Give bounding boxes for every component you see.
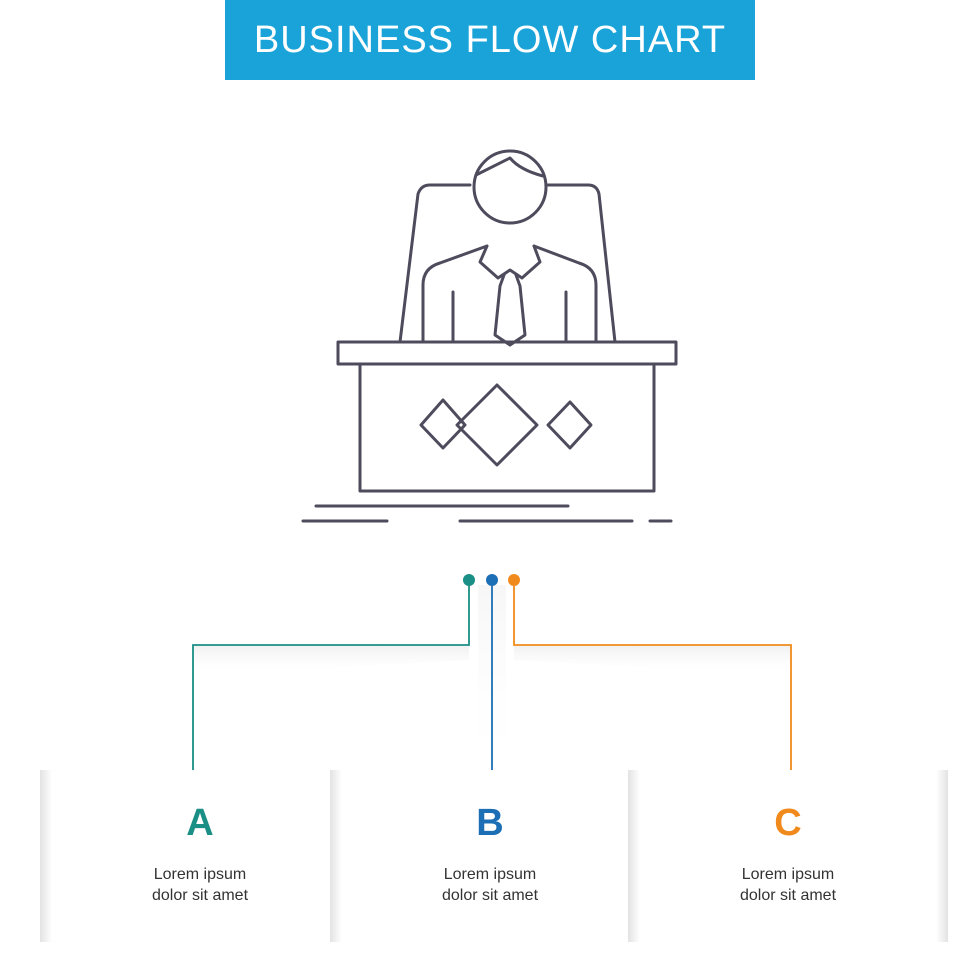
connector-shadow-right — [514, 645, 790, 675]
step-description-line: dolor sit amet — [441, 887, 539, 904]
step-letter: C — [774, 802, 802, 844]
step-description: Lorem ipsum dolor sit amet — [330, 864, 650, 906]
step-letter: B — [476, 802, 504, 844]
node-dot-c — [508, 574, 520, 586]
step-description-line: Lorem ipsum — [741, 866, 835, 883]
connector-shadow-left — [193, 645, 469, 675]
card-shade — [330, 770, 342, 942]
step-letter: A — [186, 802, 214, 844]
node-dot-b — [486, 574, 498, 586]
page-title: BUSINESS FLOW CHART — [253, 18, 727, 61]
step-description: Lorem ipsum dolor sit amet — [628, 864, 948, 906]
step-card-a: A Lorem ipsum dolor sit amet — [40, 770, 360, 942]
card-shade — [628, 770, 640, 942]
title-banner: BUSINESS FLOW CHART — [225, 0, 755, 80]
step-description-line: dolor sit amet — [151, 887, 249, 904]
card-shade — [40, 770, 52, 942]
connector-line-a — [192, 586, 470, 782]
step-description-line: Lorem ipsum — [443, 866, 537, 883]
step-description-line: dolor sit amet — [739, 887, 837, 904]
step-card-b: B Lorem ipsum dolor sit amet — [330, 770, 650, 942]
card-shade — [936, 770, 948, 942]
step-card-c: C Lorem ipsum dolor sit amet — [628, 770, 948, 942]
step-description: Lorem ipsum dolor sit amet — [40, 864, 360, 906]
node-dot-a — [463, 574, 475, 586]
step-description-line: Lorem ipsum — [153, 866, 247, 883]
connector-line-c — [513, 586, 792, 782]
businessman-at-desk-icon — [301, 149, 678, 523]
